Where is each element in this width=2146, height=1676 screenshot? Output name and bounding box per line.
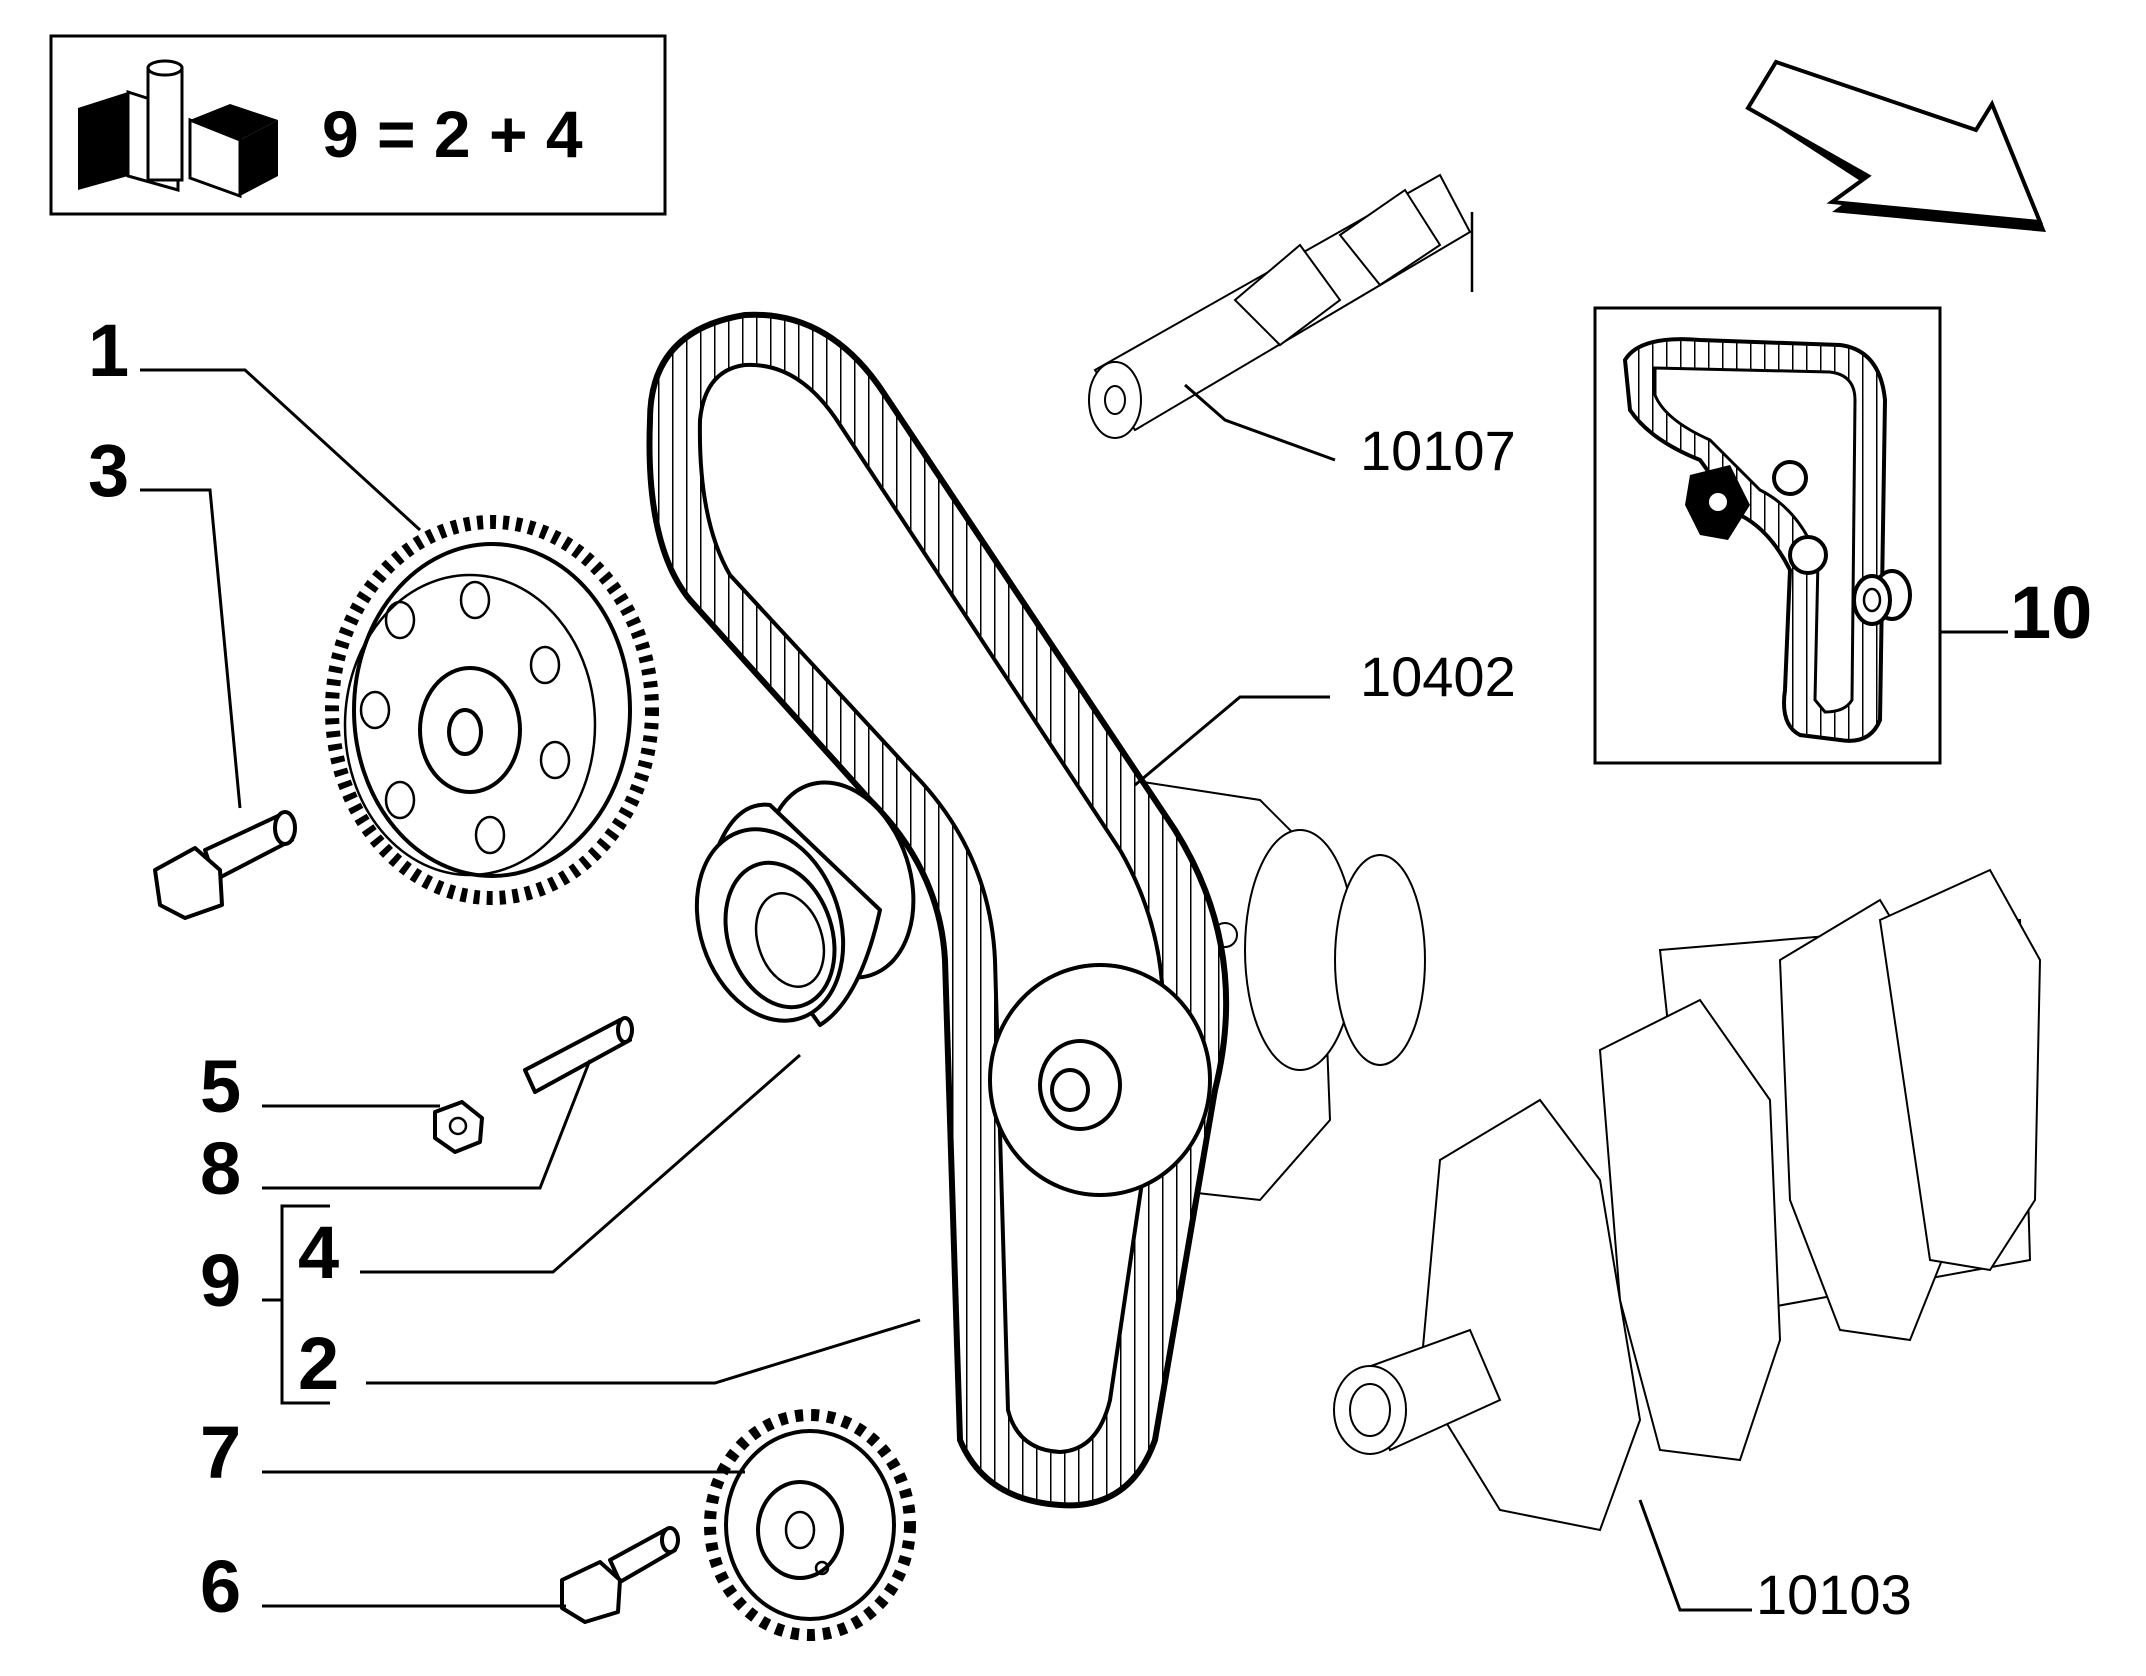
callout-9: 9 [200,1239,241,1322]
crankshaft-sprocket [704,1409,916,1641]
callout-7: 7 [200,1411,241,1494]
callout-4: 4 [298,1211,339,1294]
camshaft [1088,173,1474,439]
timing-belt [646,311,1230,1509]
callout-6: 6 [200,1545,241,1628]
ref-crankshaft: 10103 [1756,1563,1912,1626]
tensioner-pulley [694,780,916,1027]
callout-5: 5 [200,1045,241,1128]
camshaft-pulley [325,515,659,905]
callout-1: 1 [88,309,129,392]
callout-2: 2 [298,1322,339,1405]
bolt-part-6 [560,1526,680,1624]
callout-10: 10 [2010,571,2092,654]
kit-box: 9 = 2 + 4 [49,34,667,216]
stud-part-8 [523,1016,634,1094]
kit-formula: 9 = 2 + 4 [322,97,583,171]
nut-part-5 [433,1100,484,1154]
ref-camshaft: 10107 [1360,419,1516,482]
bolt-part-3 [153,810,297,920]
callout-3: 3 [88,429,129,512]
kit-10-inset [1593,306,1942,765]
leader-lines [140,368,2008,1612]
kit-composition-icon [78,59,278,199]
ref-timing-cover: 10402 [1360,645,1516,708]
callout-8: 8 [200,1127,241,1210]
crankshaft [1333,868,2042,1532]
direction-arrow-icon [1745,59,2046,232]
